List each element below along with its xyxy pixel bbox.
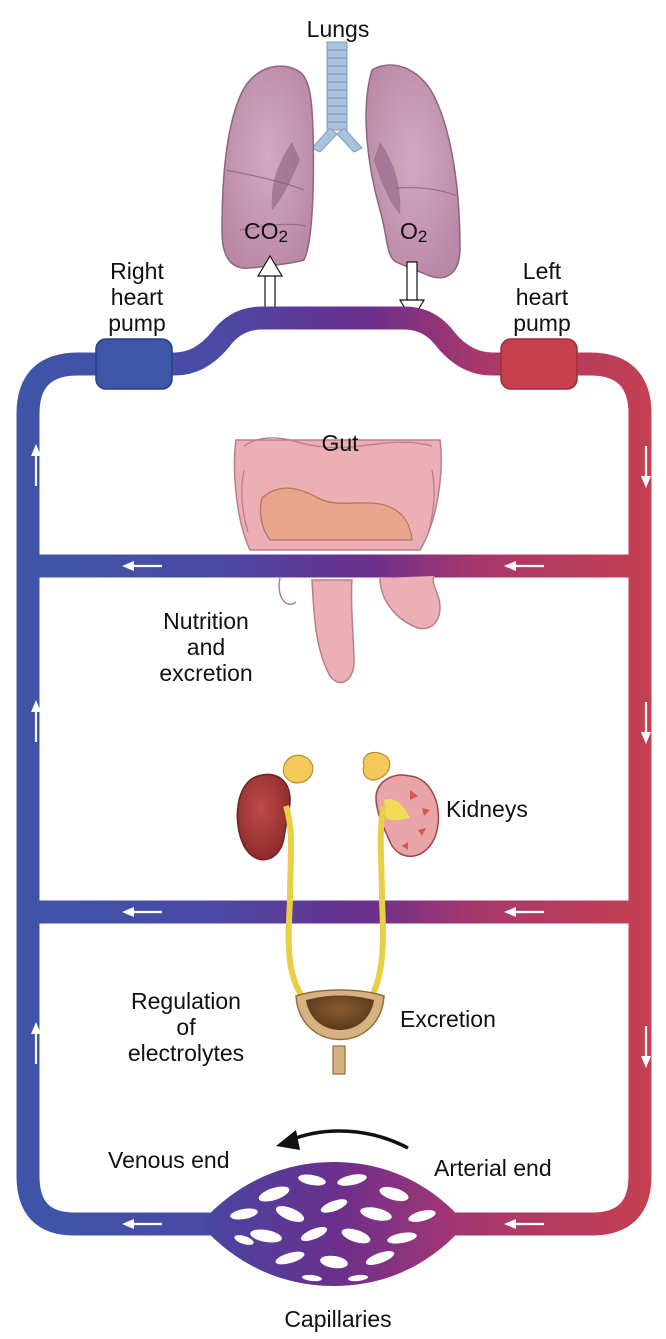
left-arrow-icon	[504, 561, 544, 571]
capillary-flow-arrow	[276, 1129, 409, 1150]
label-line: Nutrition	[163, 608, 249, 634]
gut-illustration	[233, 437, 442, 684]
label-line: Right	[110, 258, 164, 284]
co2-label: CO2	[244, 218, 288, 246]
label-line: of	[176, 1014, 196, 1040]
co2-label-main: CO	[244, 218, 279, 244]
right-lung	[221, 65, 315, 269]
lungs-illustration	[221, 41, 461, 279]
up-arrow-icon	[31, 700, 41, 742]
label-line: electrolytes	[127, 1040, 245, 1066]
left-arrow-icon	[122, 1219, 162, 1229]
left-arrow-icon	[122, 907, 162, 917]
o2-label-subscript: 2	[417, 227, 428, 246]
trachea	[311, 41, 363, 153]
left-arrow-icon	[122, 561, 162, 571]
gut-label: Gut	[321, 430, 359, 456]
lungs-label: Lungs	[306, 16, 370, 42]
right-heart-pump	[95, 338, 173, 390]
left-heart-pump-label: Left heart pump	[513, 258, 571, 336]
label-line: heart	[515, 284, 569, 310]
left-arrow-icon	[504, 1219, 544, 1229]
left-lung	[365, 64, 461, 279]
arterial-end-label: Arterial end	[434, 1155, 552, 1181]
left-heart-pump	[500, 338, 578, 390]
up-arrow-icon	[31, 1022, 41, 1064]
regulation-label: Regulation of electrolytes	[128, 988, 244, 1066]
flow-arrows	[31, 444, 651, 1229]
o2-label-main: O	[400, 218, 418, 244]
label-line: Regulation	[131, 988, 241, 1014]
capillaries-label: Capillaries	[284, 1306, 392, 1332]
up-arrow-icon	[31, 444, 41, 486]
label-line: and	[186, 634, 226, 660]
down-arrow-icon	[641, 702, 651, 744]
capillary-bed	[200, 1162, 466, 1286]
label-line: heart	[110, 284, 164, 310]
kidneys-label: Kidneys	[446, 796, 528, 822]
right-heart-pump-label: Right heart pump	[108, 258, 166, 336]
bladder-illustration	[295, 989, 385, 1075]
o2-label: O2	[400, 218, 428, 246]
down-arrow-icon	[641, 446, 651, 488]
kidneys-illustration	[236, 751, 440, 998]
label-line: excretion	[159, 660, 253, 686]
co2-label-subscript: 2	[278, 227, 288, 246]
label-line: pump	[513, 310, 571, 336]
nutrition-label: Nutrition and excretion	[159, 608, 252, 686]
left-arrow-icon	[504, 907, 544, 917]
label-line: Left	[522, 258, 562, 284]
down-arrow-icon	[641, 1026, 651, 1068]
label-line: pump	[108, 310, 166, 336]
venous-end-label: Venous end	[108, 1147, 230, 1173]
excretion-label: Excretion	[400, 1006, 496, 1032]
